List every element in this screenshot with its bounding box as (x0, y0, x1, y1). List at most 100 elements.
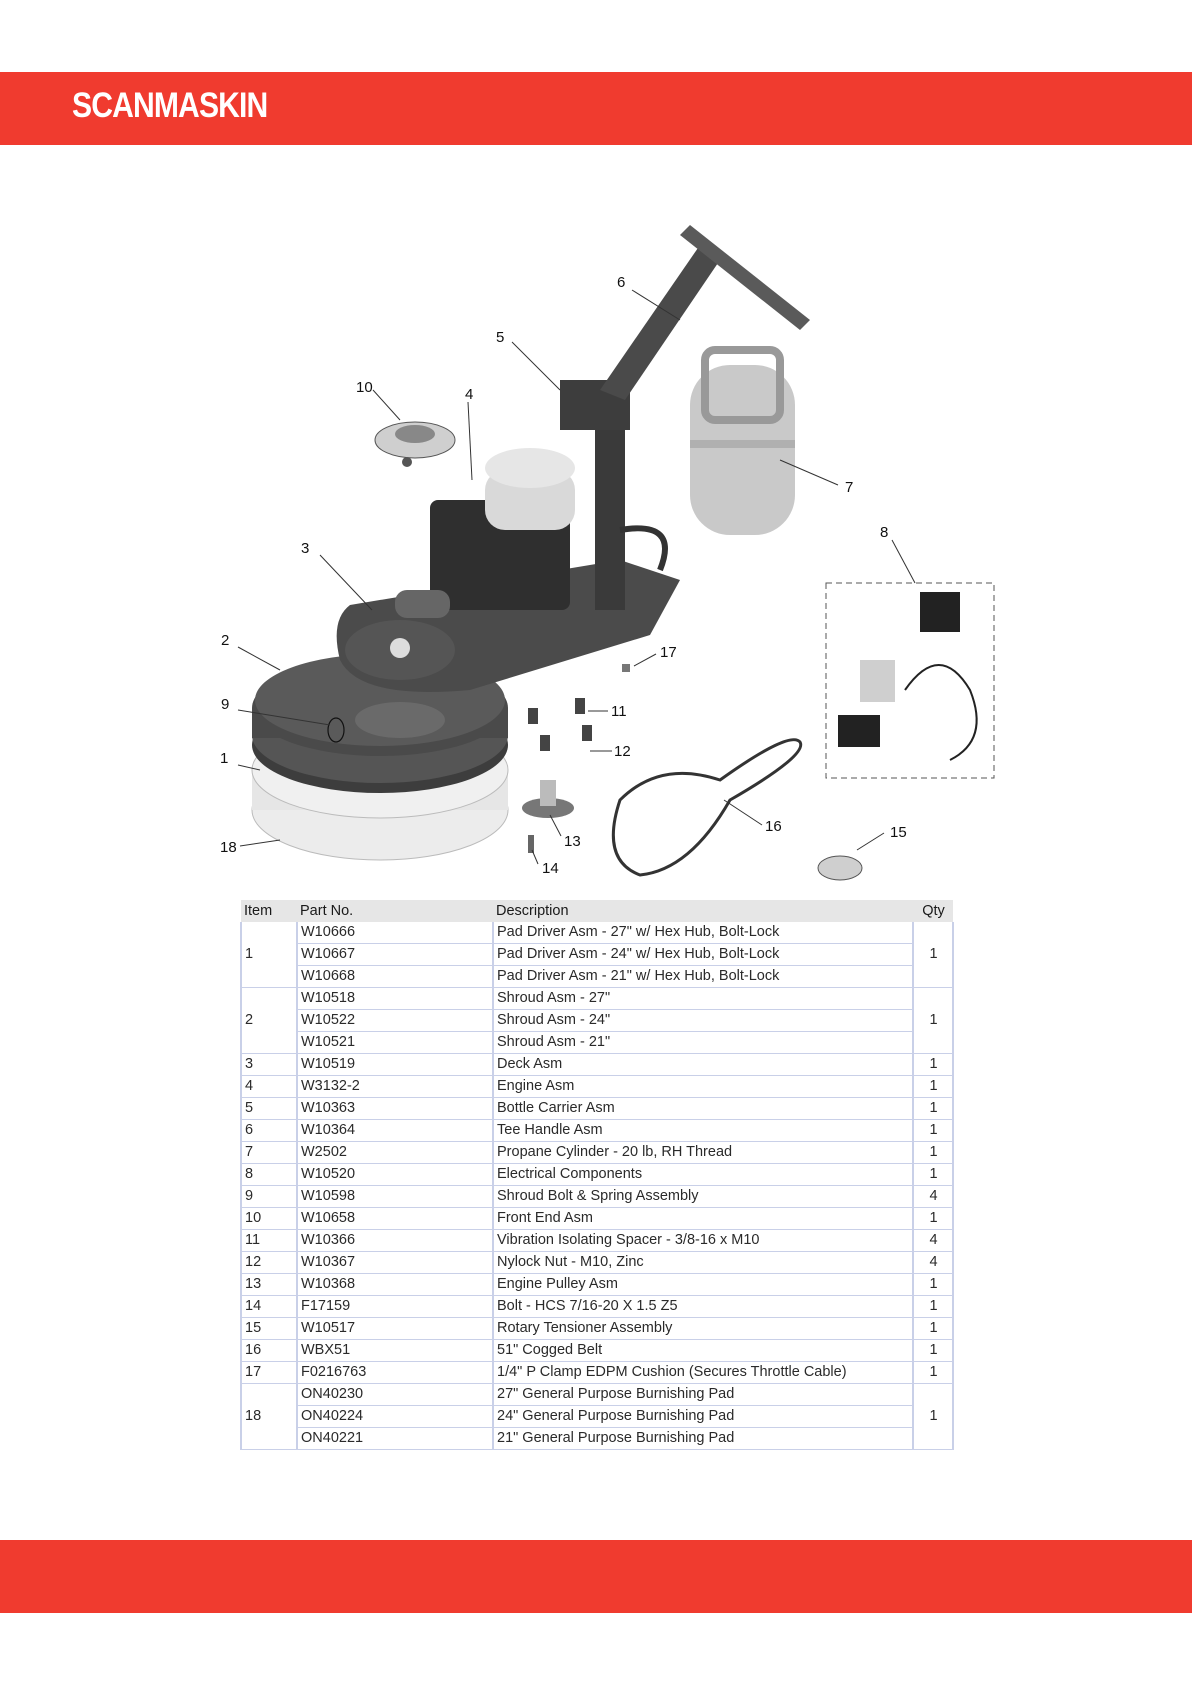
callout-10: 10 (356, 379, 373, 396)
part-number: W10521 (296, 1031, 494, 1054)
part-number: W10658 (297, 1207, 494, 1230)
part-quantity: 1 (913, 987, 954, 1054)
header-description: Description (493, 900, 913, 922)
part-number: W10517 (297, 1317, 494, 1340)
part-description: Nylock Nut - M10, Zinc (493, 1251, 914, 1274)
callout-16: 16 (765, 818, 782, 835)
part-quantity: 1 (913, 1075, 954, 1098)
item-number: 6 (240, 1119, 298, 1142)
part-number: W10522 (296, 1009, 494, 1032)
part-quantity: 1 (913, 922, 954, 988)
electrical-components-drawing (825, 582, 995, 779)
item-number: 13 (240, 1273, 298, 1296)
part-number: F17159 (297, 1295, 494, 1318)
part-quantity: 1 (913, 1339, 954, 1362)
callout-12: 12 (614, 743, 631, 760)
part-number: WBX51 (297, 1339, 494, 1362)
part-description: Front End Asm (493, 1207, 914, 1230)
part-number: W10518 (297, 987, 494, 1010)
part-description: Pad Driver Asm - 21" w/ Hex Hub, Bolt-Lo… (493, 965, 914, 988)
part-description: Engine Pulley Asm (493, 1273, 914, 1296)
item-number: 14 (240, 1295, 298, 1318)
part-number: F0216763 (297, 1361, 494, 1384)
callout-2: 2 (221, 632, 229, 649)
part-quantity: 1 (913, 1361, 954, 1384)
part-number: W10363 (297, 1097, 494, 1120)
part-description: 21" General Purpose Burnishing Pad (493, 1427, 914, 1450)
callout-14: 14 (542, 860, 559, 877)
item-number: 15 (240, 1317, 298, 1340)
table-header-row: Item Part No. Description Qty (241, 900, 953, 922)
part-number: W10667 (296, 943, 494, 966)
brand-logo: SCANMASKIN (72, 86, 268, 125)
part-number: W10520 (297, 1163, 494, 1186)
callout-11: 11 (611, 703, 627, 720)
part-description: Pad Driver Asm - 24" w/ Hex Hub, Bolt-Lo… (493, 943, 914, 966)
part-number: W10519 (297, 1053, 494, 1076)
item-number: 11 (240, 1229, 298, 1252)
item-number: 16 (240, 1339, 298, 1362)
part-number: ON40224 (296, 1405, 494, 1428)
belt-drawing (611, 738, 803, 877)
part-description: Bottle Carrier Asm (493, 1097, 914, 1120)
header-part-no: Part No. (297, 900, 493, 922)
header-qty: Qty (913, 900, 953, 922)
item-number: 5 (240, 1097, 298, 1120)
callout-1: 1 (220, 750, 228, 767)
part-description: Rotary Tensioner Assembly (493, 1317, 914, 1340)
part-quantity: 4 (913, 1229, 954, 1252)
part-description: Electrical Components (493, 1163, 914, 1186)
part-number: W10367 (297, 1251, 494, 1274)
item-number: 9 (240, 1185, 298, 1208)
footer-bar (0, 1540, 1192, 1613)
callout-7: 7 (845, 479, 853, 496)
part-quantity: 1 (913, 1141, 954, 1164)
part-description: 27" General Purpose Burnishing Pad (493, 1383, 914, 1406)
part-description: Shroud Asm - 27" (493, 987, 914, 1010)
callout-5: 5 (496, 329, 504, 346)
part-quantity: 1 (913, 1383, 954, 1450)
part-number: W10368 (297, 1273, 494, 1296)
part-number: W10668 (296, 965, 494, 988)
part-description: Vibration Isolating Spacer - 3/8-16 x M1… (493, 1229, 914, 1252)
callout-17: 17 (660, 644, 677, 661)
part-quantity: 4 (913, 1185, 954, 1208)
part-description: Propane Cylinder - 20 lb, RH Thread (493, 1141, 914, 1164)
item-number: 17 (240, 1361, 298, 1384)
part-description: Engine Asm (493, 1075, 914, 1098)
part-quantity: 1 (913, 1163, 954, 1186)
callout-8: 8 (880, 524, 888, 541)
part-quantity: 1 (913, 1097, 954, 1120)
part-description: Shroud Bolt & Spring Assembly (493, 1185, 914, 1208)
part-description: 24" General Purpose Burnishing Pad (493, 1405, 914, 1428)
small-parts-drawing (522, 664, 863, 881)
part-description: Pad Driver Asm - 27" w/ Hex Hub, Bolt-Lo… (493, 922, 914, 944)
item-number: 12 (240, 1251, 298, 1274)
item-number: 2 (240, 987, 298, 1054)
part-description: Bolt - HCS 7/16-20 X 1.5 Z5 (493, 1295, 914, 1318)
part-quantity: 1 (913, 1295, 954, 1318)
callout-18: 18 (220, 839, 237, 856)
callout-3: 3 (301, 540, 309, 557)
callout-9: 9 (221, 696, 229, 713)
item-number: 18 (240, 1383, 298, 1450)
